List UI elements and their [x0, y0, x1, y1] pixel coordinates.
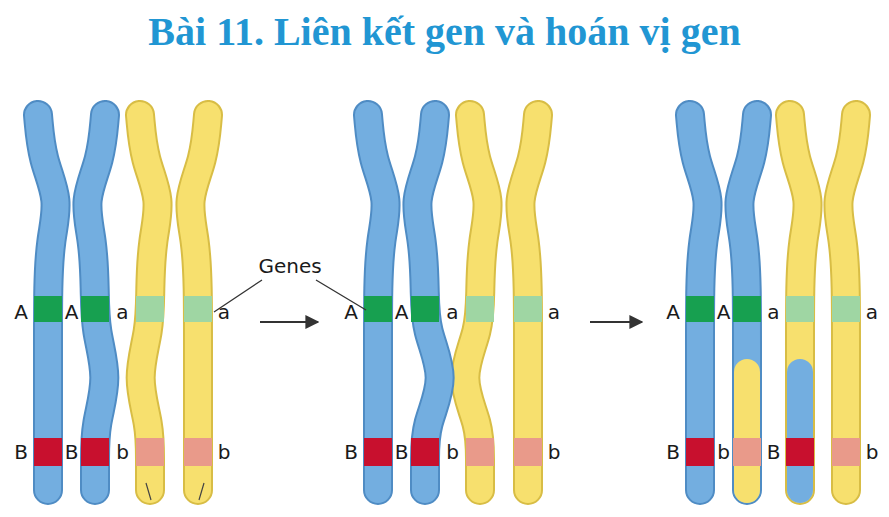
allele-label: B	[344, 442, 358, 462]
process-arrow	[260, 321, 318, 323]
gene-band	[81, 296, 109, 322]
gene-band	[136, 296, 164, 322]
gene-band	[411, 296, 439, 322]
allele-label: a	[767, 302, 779, 322]
chromosome-pair	[686, 115, 860, 490]
gene-band	[136, 438, 164, 466]
allele-label: a	[446, 302, 458, 322]
gene-band	[466, 438, 494, 466]
gene-band	[686, 296, 714, 322]
gene-band	[686, 438, 714, 466]
gene-band	[514, 296, 542, 322]
gene-band	[364, 438, 392, 466]
gene-band	[733, 296, 761, 322]
allele-label: B	[65, 442, 79, 462]
allele-label: A	[666, 302, 680, 322]
callout-label: Genes	[258, 256, 321, 276]
gene-band	[364, 296, 392, 322]
gene-band	[786, 438, 814, 466]
gene-band	[81, 438, 109, 466]
gene-band	[466, 296, 494, 322]
allele-label: A	[65, 302, 79, 322]
tick-mark	[146, 483, 204, 500]
gene-band	[34, 438, 62, 466]
allele-label: B	[666, 442, 680, 462]
allele-label: b	[717, 442, 730, 462]
allele-label: a	[866, 302, 878, 322]
allele-label: b	[866, 442, 879, 462]
allele-label: b	[548, 442, 561, 462]
allele-label: B	[767, 442, 781, 462]
gene-band	[184, 438, 212, 466]
allele-label: b	[218, 442, 231, 462]
gene-band	[832, 438, 860, 466]
leader-line	[214, 280, 366, 312]
exchanged-segment	[787, 372, 813, 490]
gene-band	[184, 296, 212, 322]
process-arrow	[590, 321, 642, 323]
page-title: Bài 11. Liên kết gen và hoán vị gen	[0, 8, 889, 55]
gene-band	[34, 296, 62, 322]
gene-band	[733, 438, 761, 466]
allele-label: A	[344, 302, 358, 322]
allele-label: A	[395, 302, 409, 322]
gene-band	[786, 296, 814, 322]
chromosome-pair	[364, 115, 542, 490]
allele-label: b	[446, 442, 459, 462]
chromosome-pair	[34, 115, 212, 490]
allele-label: B	[14, 442, 28, 462]
allele-label: A	[717, 302, 731, 322]
gene-band	[514, 438, 542, 466]
allele-label: B	[395, 442, 409, 462]
allele-label: a	[218, 302, 230, 322]
gene-band	[411, 438, 439, 466]
gene-band	[832, 296, 860, 322]
allele-label: a	[116, 302, 128, 322]
allele-label: A	[14, 302, 28, 322]
exchanged-segment	[734, 372, 760, 490]
allele-label: b	[116, 442, 129, 462]
allele-label: a	[548, 302, 560, 322]
